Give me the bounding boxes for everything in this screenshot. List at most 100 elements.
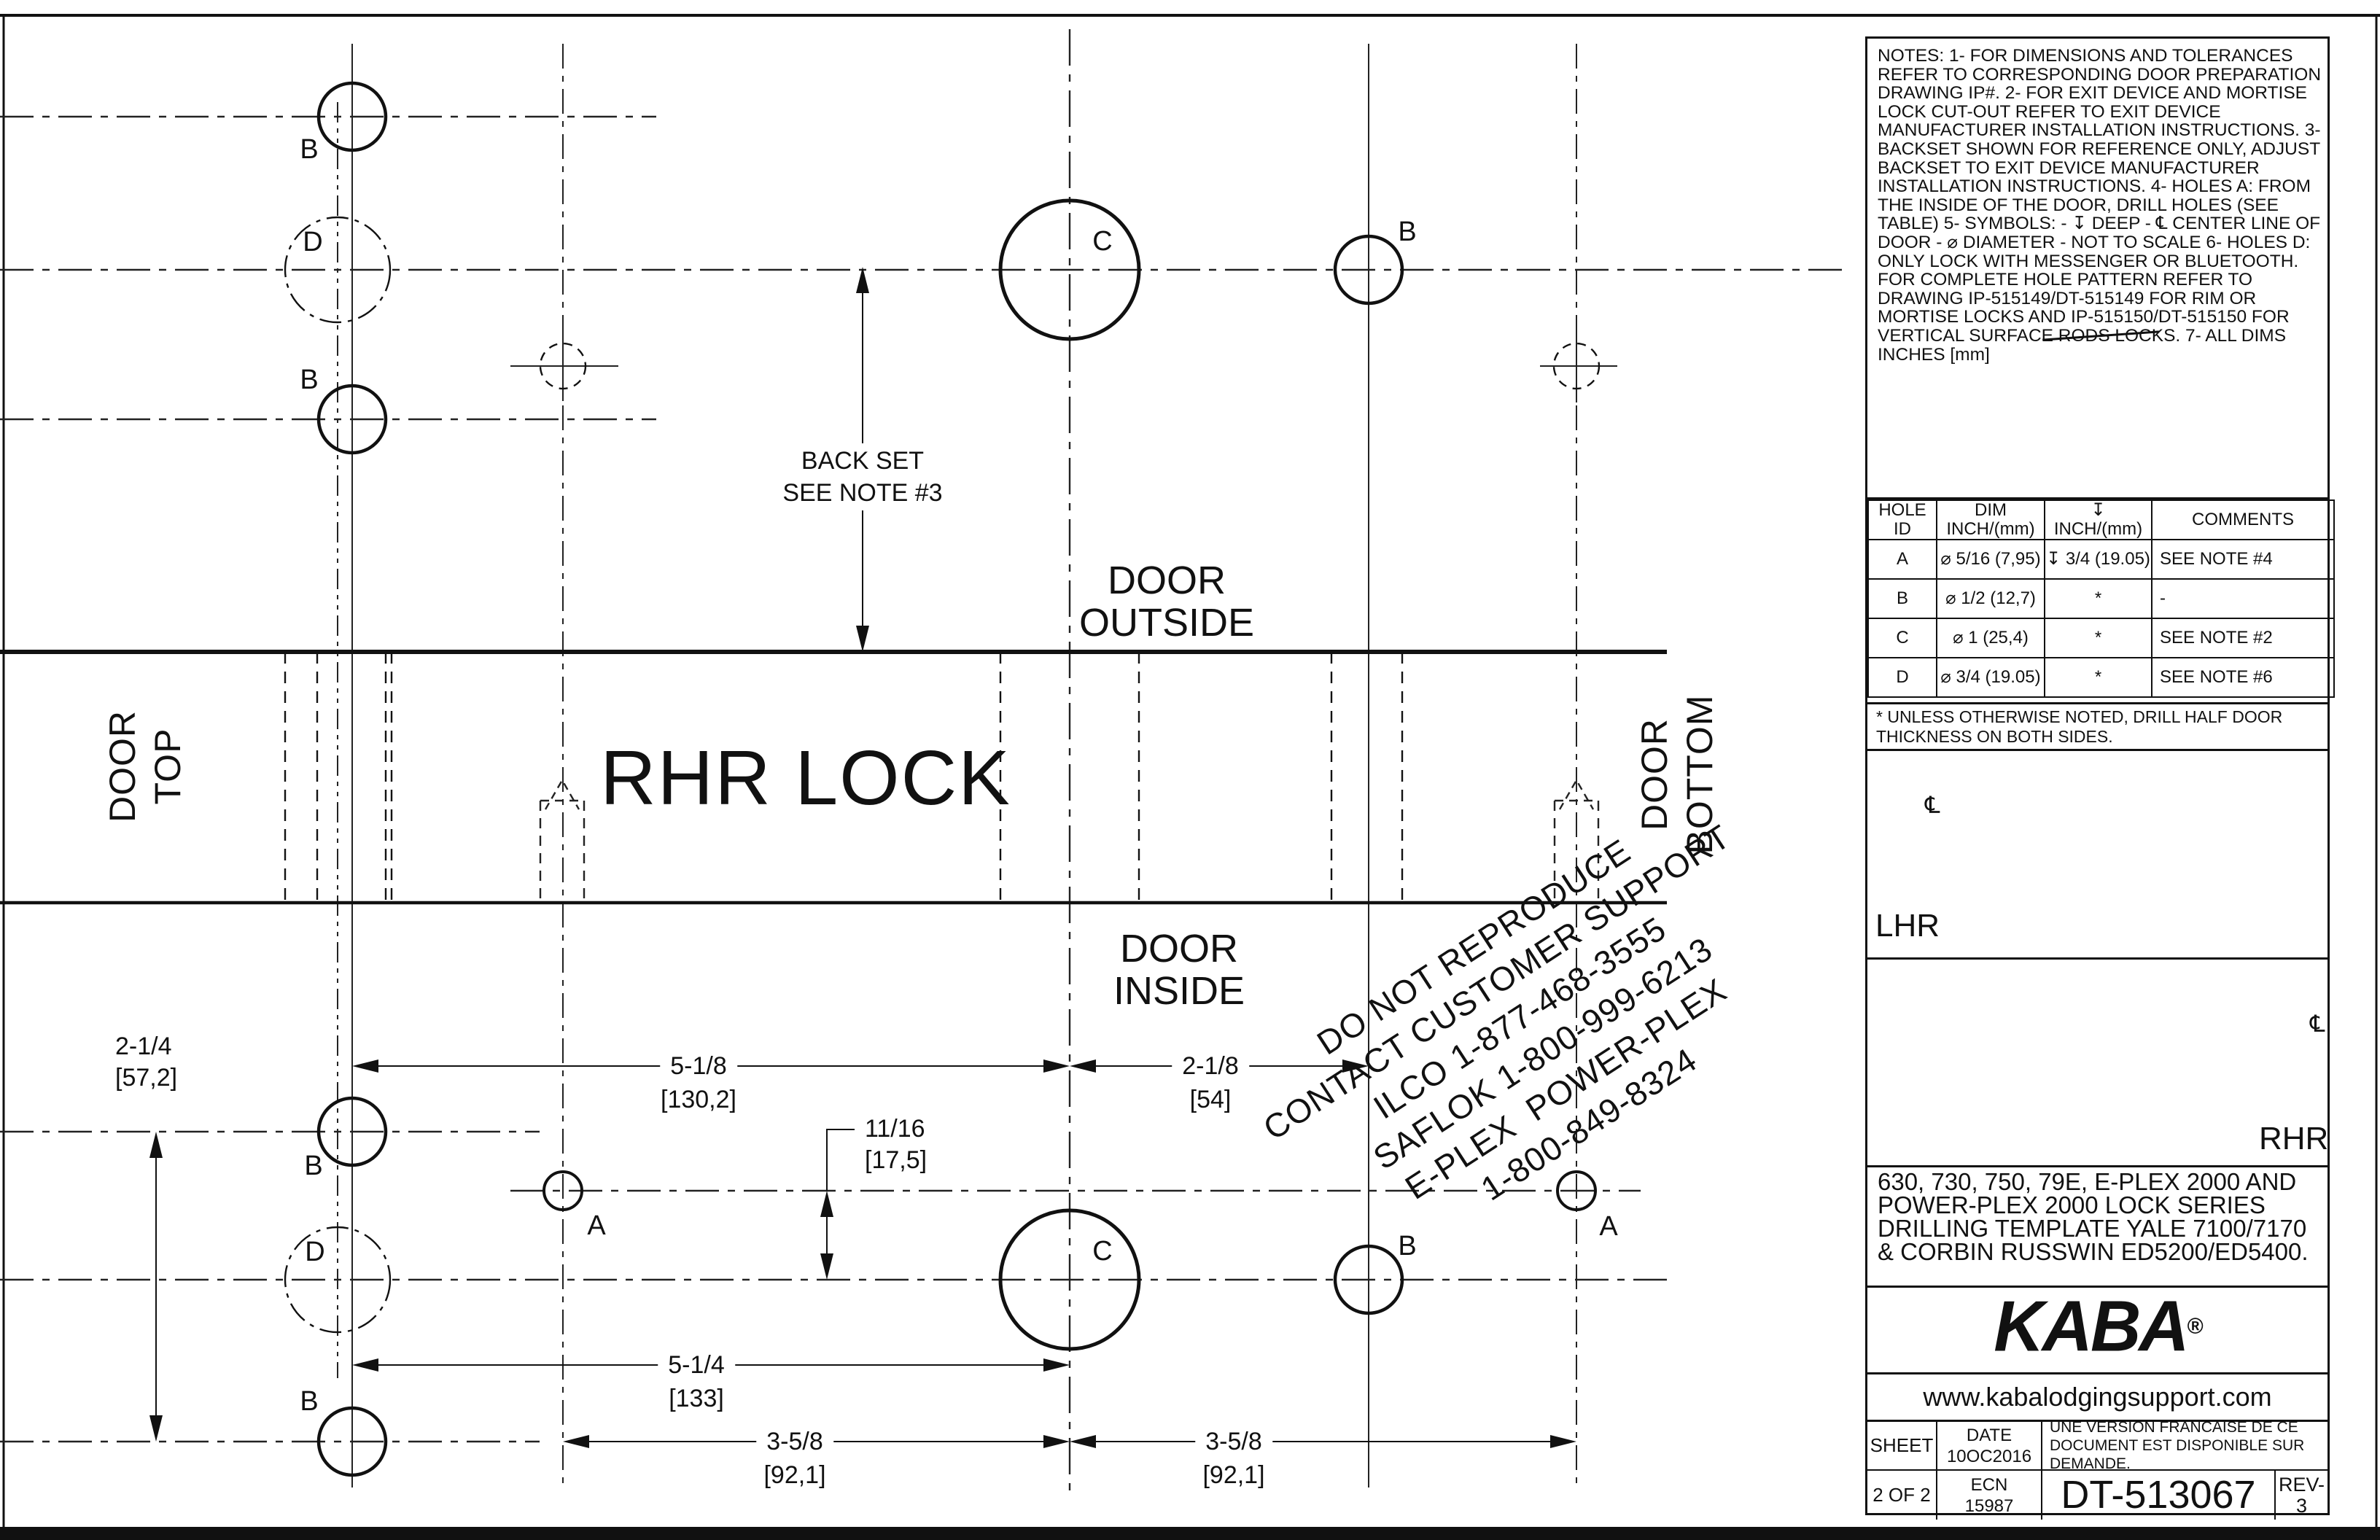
dim-3-5-8-right-mm: [92,1] — [1202, 1461, 1265, 1489]
hole-table: HOLE ID DIM INCH/(mm) ↧ INCH/(mm) COMMEN… — [1867, 499, 2335, 698]
cell-depth-b: * — [2044, 578, 2152, 619]
header-hole-id: HOLE ID — [1867, 499, 1937, 540]
cell-id-c: C — [1867, 618, 1937, 658]
dim-11-16 — [820, 1129, 855, 1280]
cell-depth-c: * — [2044, 618, 2152, 658]
registered-mark: ® — [2187, 1314, 2204, 1339]
cell-dim-d: ⌀ 3/4 (19.05) — [1936, 657, 2045, 698]
ecn-label: ECN — [1970, 1474, 2008, 1495]
door-inside-label: DOOR INSIDE — [1113, 927, 1245, 1013]
lhr-box — [1867, 749, 2328, 957]
cell-depth-a: ↧ 3/4 (19.05) — [2044, 539, 2152, 580]
rod-slot-left — [539, 778, 586, 903]
kaba-logo-text: KABA — [1994, 1286, 2189, 1367]
dim-5-1-8-text: 5-1/8 — [660, 1052, 737, 1080]
rhr-lock-label: RHR LOCK — [600, 735, 1011, 821]
hole-b4 — [316, 1096, 388, 1167]
dim-2-1-4-text: 2-1/4 [57,2] — [115, 1032, 178, 1092]
dim-3-5-8-right-text: 3-5/8 — [1195, 1428, 1272, 1455]
band-hole-projection-lines — [284, 652, 1404, 903]
cell-dim-b: ⌀ 1/2 (12,7) — [1936, 578, 2045, 619]
hole-b2 — [316, 384, 388, 455]
cell-id-b: B — [1867, 578, 1937, 619]
hole-a1 — [542, 1170, 583, 1211]
sheet-label-cell: SHEET — [1867, 1422, 1937, 1471]
hole-c1 — [998, 198, 1141, 341]
drawing-number-cell: DT-513067 — [2042, 1471, 2276, 1520]
table-row-d: D ⌀ 3/4 (19.05) * SEE NOTE #6 — [1867, 657, 2335, 698]
cell-comment-b: - — [2151, 578, 2335, 619]
hole-d1-dashed — [284, 216, 392, 324]
kaba-logo: KABA® — [1994, 1286, 2204, 1367]
dim-3-5-8-left-mm: [92,1] — [763, 1461, 826, 1489]
dim-2-1-4 — [149, 1132, 163, 1442]
hole-table-header-row: HOLE ID DIM INCH/(mm) ↧ INCH/(mm) COMMEN… — [1867, 499, 2335, 540]
door-edge-band — [0, 650, 1667, 905]
dim-5-1-4-text: 5-1/4 — [658, 1351, 735, 1379]
hole-d2-dashed — [284, 1226, 392, 1334]
french-note-cell: UNE VERSION FRANCAISE DE CE DOCUMENT EST… — [2042, 1419, 2328, 1472]
table-footnote: * UNLESS OTHERWISE NOTED, DRILL HALF DOO… — [1867, 702, 2328, 749]
cell-id-d: D — [1867, 657, 1937, 698]
hole-label-a2: A — [1599, 1211, 1618, 1242]
cell-comment-d: SEE NOTE #6 — [2151, 657, 2335, 698]
hole-label-b1: B — [300, 134, 319, 165]
date-cell: DATE 10OC2016 — [1937, 1422, 2042, 1471]
rhr-label: RHR — [2259, 1121, 2329, 1156]
dim-2-1-8-mm: [54] — [1189, 1086, 1232, 1113]
sheet-borders — [0, 14, 2380, 1540]
drawing-title: 630, 730, 750, 79E, E-PLEX 2000 AND POWE… — [1867, 1165, 2328, 1286]
back-set-note: BACK SET SEE NOTE #3 — [772, 443, 953, 510]
ecn-value: 15987 — [1964, 1496, 2014, 1516]
title-strip: SHEET DATE 10OC2016 UNE VERSION FRANCAIS… — [1867, 1419, 2328, 1520]
hole-label-b5: B — [1398, 1231, 1417, 1261]
hole-b5 — [1333, 1244, 1404, 1315]
header-depth: ↧ INCH/(mm) — [2044, 499, 2152, 540]
hole-label-c2: C — [1092, 1236, 1113, 1267]
door-outside-label: DOOR OUTSIDE — [1078, 559, 1255, 645]
dim-11-16-text: 11/16 [17,5] — [865, 1115, 928, 1174]
cell-comment-a: SEE NOTE #4 — [2151, 539, 2335, 580]
hole-label-d2: D — [305, 1237, 325, 1267]
cell-depth-d: * — [2044, 657, 2152, 698]
header-dim: DIM INCH/(mm) — [1936, 499, 2045, 540]
hole-hidden-right — [1552, 342, 1601, 390]
brand-box: KABA® — [1867, 1286, 2328, 1372]
vertical-rod-slots — [539, 778, 1600, 903]
hole-label-a1: A — [587, 1210, 606, 1241]
date-label: DATE — [1966, 1425, 2012, 1445]
dim-3-5-8-left-text: 3-5/8 — [756, 1428, 833, 1455]
table-row-b: B ⌀ 1/2 (12,7) * - — [1867, 578, 2335, 619]
dim-5-1-4-mm: [133] — [669, 1385, 724, 1412]
hole-c2 — [998, 1208, 1141, 1351]
table-row-c: C ⌀ 1 (25,4) * SEE NOTE #2 — [1867, 618, 2335, 658]
hole-b6 — [316, 1406, 388, 1477]
date-value: 10OC2016 — [1946, 1446, 2032, 1466]
hole-b1 — [316, 81, 388, 152]
hole-label-b4: B — [304, 1151, 323, 1181]
hole-label-d1: D — [303, 227, 323, 257]
horizontal-centerlines — [0, 115, 1843, 1443]
lhr-centerline-symbol: ℄ — [1925, 792, 1940, 818]
hole-table-section: HOLE ID DIM INCH/(mm) ↧ INCH/(mm) COMMEN… — [1867, 497, 2335, 702]
revision-cell: REV-3 — [2278, 1473, 2325, 1517]
cell-comment-c: SEE NOTE #2 — [2151, 618, 2335, 658]
rod-arrowhead-left — [544, 778, 580, 810]
ecn-cell: ECN 15987 — [1937, 1471, 2042, 1520]
dim-2-1-8-text: 2-1/8 — [1172, 1052, 1249, 1080]
cell-dim-c: ⌀ 1 (25,4) — [1936, 618, 2045, 658]
title-block-panel: NOTES: 1- FOR DIMENSIONS AND TOLERANCES … — [1865, 36, 2335, 1520]
hole-label-c1: C — [1092, 226, 1113, 257]
lhr-label: LHR — [1875, 908, 1940, 944]
rod-arrowhead-right — [1558, 778, 1595, 810]
rhr-box — [1867, 957, 2328, 1165]
sheet-value-cell: 2 OF 2 — [1867, 1471, 1937, 1520]
hole-label-b6: B — [300, 1386, 319, 1417]
hole-label-b2: B — [300, 365, 319, 395]
rod-slot-right — [1553, 778, 1600, 903]
door-top-label: DOOR TOP — [102, 710, 188, 822]
hole-a2 — [1556, 1170, 1597, 1211]
sheet-border-bottom-thick — [0, 1527, 2380, 1540]
website-row: www.kabalodgingsupport.com — [1867, 1372, 2328, 1420]
